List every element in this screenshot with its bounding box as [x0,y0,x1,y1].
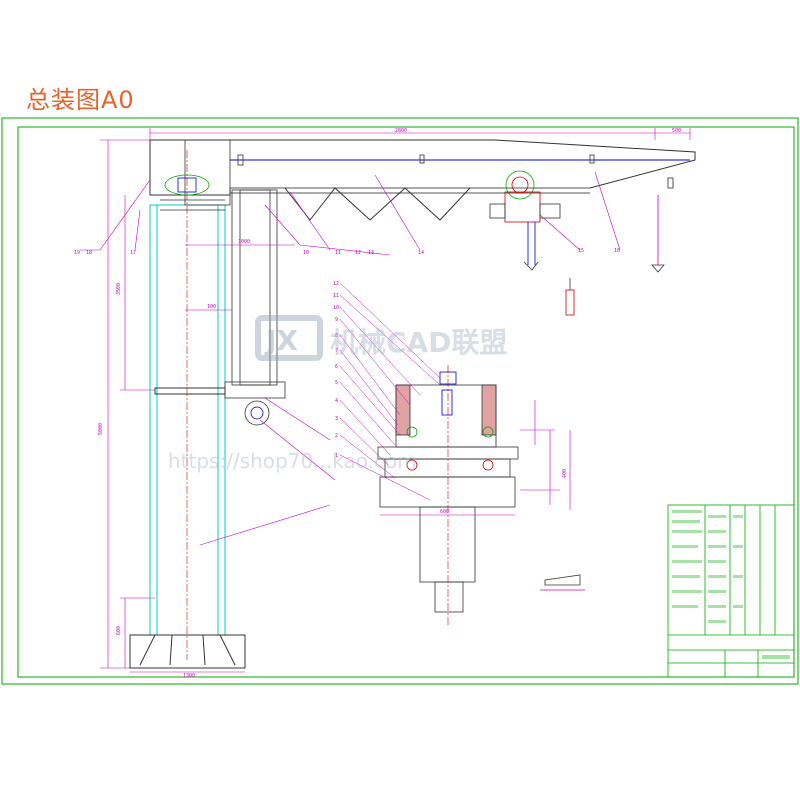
svg-text:13: 13 [368,250,374,256]
left-dimensions [100,139,295,673]
svg-text:12: 12 [333,281,339,287]
dim-mid-1000: 1000 [238,239,250,245]
svg-text:17: 17 [130,250,136,256]
section-dimensions [380,400,571,516]
svg-text:JX: JX [264,324,298,357]
top-dimension [149,128,691,140]
watermark-url: https://shop70...kao.com [168,449,417,473]
dim-height-total: 5000 [98,423,104,435]
svg-text:14: 14 [418,250,424,256]
column [129,150,246,669]
ground-marks [651,195,665,273]
title-block [667,504,795,678]
svg-text:19: 19 [74,250,80,256]
svg-text:16: 16 [614,248,620,254]
svg-text:6: 6 [335,364,338,370]
svg-text:15: 15 [578,248,584,254]
small-detail [540,574,585,591]
dim-lower: 600 [116,626,122,635]
title-block-fill [672,510,790,659]
inner-border [17,126,795,678]
callouts-top: 10 11 12 13 14 15 16 [303,248,620,256]
svg-text:10: 10 [303,250,309,256]
outer-border [1,117,799,685]
top-bearing [160,139,231,211]
section-view [377,365,519,625]
trolley-hoist [489,170,561,271]
svg-text:7: 7 [335,348,338,354]
watermark-logo: JX [255,315,323,361]
dim-height-upper: 3500 [116,283,122,295]
dim-base-width: 1300 [183,673,195,679]
svg-text:18: 18 [86,250,92,256]
svg-text:1: 1 [335,453,338,459]
leader-lines [80,171,621,546]
watermark: JX 机械CAD联盟 https://shop70...kao.com [168,315,507,473]
callouts-section: 12 11 10 9 8 7 6 5 4 3 2 1 [333,281,339,459]
dim-section-width: 600 [440,509,449,515]
svg-text:11: 11 [335,250,341,256]
dim-top-right: 500 [672,128,681,134]
dim-col-100: 100 [207,304,216,310]
dim-top-span: 2800 [395,128,407,134]
svg-text:10: 10 [333,305,339,311]
svg-text:3: 3 [335,416,338,422]
svg-text:4: 4 [335,398,338,404]
callouts-left: 19 18 17 [74,250,136,256]
dim-section-bottom: 400 [562,469,568,478]
svg-text:5: 5 [335,380,338,386]
svg-text:12: 12 [355,250,361,256]
watermark-brand: 机械CAD联盟 [330,326,507,359]
strut [224,189,286,426]
section-leaders [339,282,441,501]
hanging-pendant [565,278,575,316]
svg-text:11: 11 [333,293,339,299]
svg-text:2: 2 [335,433,338,439]
svg-text:9: 9 [335,317,338,323]
drawing-title: 总装图A0 [26,86,135,114]
svg-text:8: 8 [335,333,338,339]
jib-arm [149,139,696,221]
